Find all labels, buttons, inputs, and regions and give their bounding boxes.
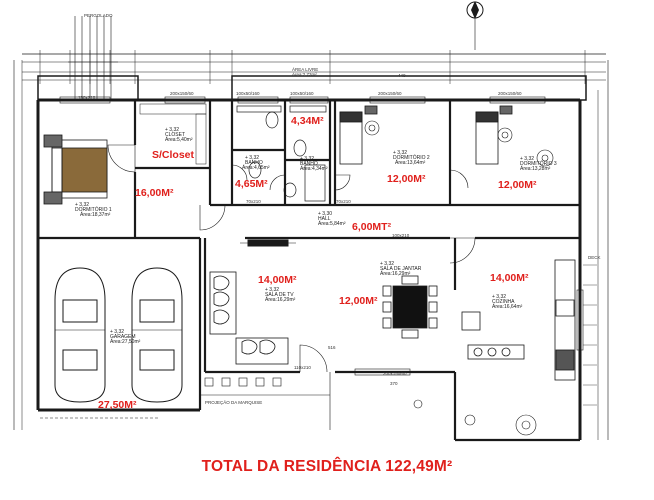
room-area: Área:16,29m² xyxy=(265,297,296,303)
room-name: DORMITÓRIO 3 xyxy=(520,161,557,167)
total-area-title: TOTAL DA RESIDÊNCIA 122,49M² xyxy=(201,458,453,475)
window-label: 200x150/60 xyxy=(383,371,407,376)
room-area: Área:4,65m² xyxy=(242,165,270,171)
sofa-icon xyxy=(209,271,289,365)
window-label: 200x150/60 xyxy=(170,91,194,96)
room-level: + 3,32 xyxy=(75,202,90,208)
room-area: Área:16,64m² xyxy=(492,304,523,310)
room-name: GARAGEM xyxy=(110,334,136,340)
room-level: + 3,32 xyxy=(265,287,280,293)
area-label-suite: 16,00M² xyxy=(135,187,174,199)
room-level: + 3,32 xyxy=(245,155,260,161)
area-label-dining: 12,00M² xyxy=(339,295,378,307)
dimension-label: 370 xyxy=(390,381,398,386)
single-bed-icon xyxy=(475,105,513,165)
area-label-bath2: 4,34M² xyxy=(291,115,324,127)
pergola-label: PERGOLADO xyxy=(84,13,113,18)
projection-label: PROJEÇÃO DA MARQUISE xyxy=(205,400,263,405)
plant-icon xyxy=(364,120,554,167)
pergola-lines xyxy=(68,16,118,100)
room-area: Área:5,40m² xyxy=(165,137,193,143)
area-label-garage: 27,50M² xyxy=(98,399,137,411)
window-label: 100x50/160 xyxy=(290,91,314,96)
deck-hatch xyxy=(583,264,597,406)
door-label: 70x210 xyxy=(246,199,261,204)
room-level: + 3,32 xyxy=(300,156,315,162)
room-area: Área:16,29m² xyxy=(380,271,411,277)
area-label-dorm3: 12,00M² xyxy=(498,179,537,191)
free-area-name: ÁREA LIVRE xyxy=(292,67,319,72)
area-label-tv: 14,00M² xyxy=(258,274,297,286)
room-name: HALL xyxy=(318,216,331,222)
window-label: 100x50/160 xyxy=(236,91,260,96)
double-bed-icon xyxy=(43,134,108,205)
area-label-dorm2: 12,00M² xyxy=(387,173,426,185)
deck-label: DECK xyxy=(588,255,601,260)
area-label-closet: S/Closet xyxy=(152,149,195,161)
window-label: 200x150/60 xyxy=(498,91,522,96)
room-name: BANHO xyxy=(245,160,263,166)
room-name: DORMITÓRIO 1 xyxy=(75,207,112,213)
room-level: + 3,32 xyxy=(520,156,535,162)
area-label-kitchen: 14,00M² xyxy=(490,272,529,284)
garden-plant-icon xyxy=(40,399,537,436)
north-arrow-icon xyxy=(466,1,484,50)
room-level: + 3,32 xyxy=(393,150,408,156)
dimension-label: 516 xyxy=(328,345,336,350)
room-area: Área:13,64m² xyxy=(395,160,426,166)
room-level: + 3,32 xyxy=(380,261,395,267)
door-label: 100x210 xyxy=(392,233,410,238)
inner-walls xyxy=(38,100,580,442)
door-swings xyxy=(107,144,476,373)
room-name: SALA DE TV xyxy=(265,292,294,298)
room-area: Área:18,37m² xyxy=(80,212,111,218)
room-level: + 3,32 xyxy=(492,294,507,300)
room-name: BANHO xyxy=(300,161,318,167)
area-label-bath1: 4,65M² xyxy=(235,178,268,190)
room-level: + 3,30 xyxy=(318,211,333,217)
dining-table-icon xyxy=(382,275,438,339)
room-area: Área:5,84m² xyxy=(318,221,346,227)
room-name: COZINHA xyxy=(492,299,515,305)
door-label: 150x210 xyxy=(78,95,96,100)
room-area: Área:4,34m² xyxy=(300,166,328,172)
single-bed-icon xyxy=(339,105,378,165)
area-label-hall: 6,00MT² xyxy=(352,221,392,233)
room-level: + 3,32 xyxy=(110,329,125,335)
columns xyxy=(200,372,331,430)
wardrobe xyxy=(139,103,207,165)
room-name: CLOSET xyxy=(165,132,186,138)
door-label: 70x210 xyxy=(336,199,351,204)
outer-walls xyxy=(36,98,582,440)
window-label: 200x150/60 xyxy=(378,91,402,96)
windows xyxy=(59,96,584,376)
car-icon xyxy=(54,267,106,403)
kitchen-counter xyxy=(461,259,576,381)
room-area: Área:13,28m² xyxy=(520,166,551,172)
free-area-value: Área:2,73m² xyxy=(292,72,317,77)
dimension-label: 440 xyxy=(398,73,406,78)
room-name: SALA DE JANTAR xyxy=(380,266,422,272)
car-icon xyxy=(131,267,183,403)
room-area: Área:27,50m² xyxy=(110,339,141,345)
bathroom-fixtures xyxy=(236,105,327,202)
door-label: 110x210 xyxy=(294,365,311,370)
room-name: DORMITÓRIO 2 xyxy=(393,155,430,161)
room-level: + 3,32 xyxy=(165,127,180,133)
